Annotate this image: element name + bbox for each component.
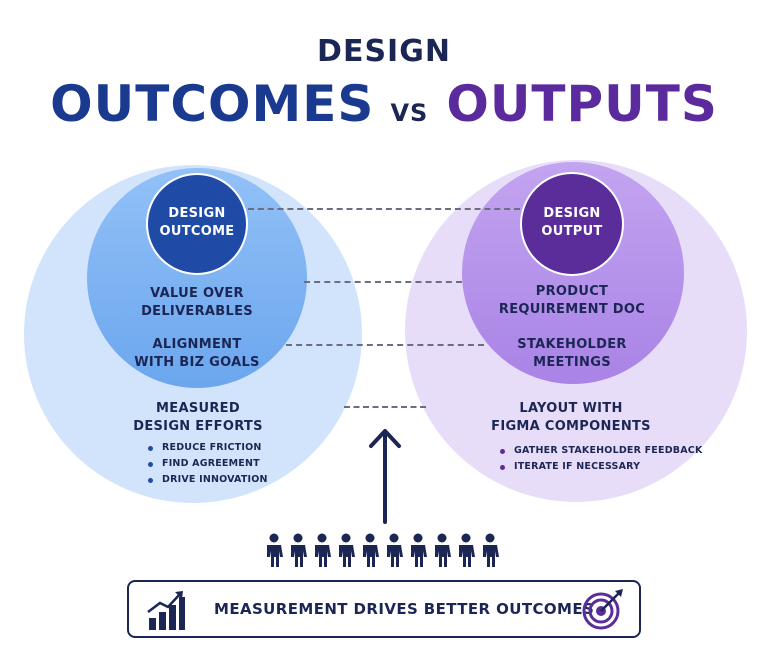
up-arrow-icon <box>369 429 401 524</box>
connector-item3 <box>344 406 426 408</box>
person-icon <box>291 533 307 567</box>
person-icon <box>363 533 379 567</box>
person-icon <box>387 533 403 567</box>
person-icon <box>315 533 331 567</box>
connector-item1 <box>304 281 462 283</box>
bar-chart-growth-icon <box>147 591 185 630</box>
list-item: FIND AGREEMENT <box>146 456 268 472</box>
person-icon <box>411 533 427 567</box>
person-icon <box>267 533 283 567</box>
target-arrow-icon <box>582 589 623 630</box>
list-item: GATHER STAKEHOLDER FEEDBACK <box>498 443 703 459</box>
outcome-bullet-list: REDUCE FRICTION FIND AGREEMENT DRIVE INN… <box>146 440 268 488</box>
footer-banner <box>127 580 641 638</box>
outputs-core-circle <box>520 172 624 276</box>
output-bullet-list: GATHER STAKEHOLDER FEEDBACK ITERATE IF N… <box>498 443 703 475</box>
list-item: DRIVE INNOVATION <box>146 472 268 488</box>
list-item: ITERATE IF NECESSARY <box>498 459 703 475</box>
outcomes-core-circle <box>146 173 248 275</box>
connector-core <box>248 208 520 210</box>
person-icon <box>339 533 355 567</box>
person-icon <box>435 533 451 567</box>
title-vs: VS <box>390 99 429 127</box>
title-line-design: DESIGN <box>317 34 451 69</box>
title-main: OUTCOMES VS OUTPUTS <box>0 72 768 145</box>
person-icon <box>459 533 475 567</box>
person-icon <box>483 533 499 567</box>
list-item: REDUCE FRICTION <box>146 440 268 456</box>
people-row <box>264 533 504 569</box>
title-outcomes: OUTCOMES <box>50 75 375 133</box>
title-outputs: OUTPUTS <box>446 75 718 133</box>
connector-item2 <box>286 344 484 346</box>
footer-message: MEASUREMENT DRIVES BETTER OUTCOMES <box>214 600 595 618</box>
